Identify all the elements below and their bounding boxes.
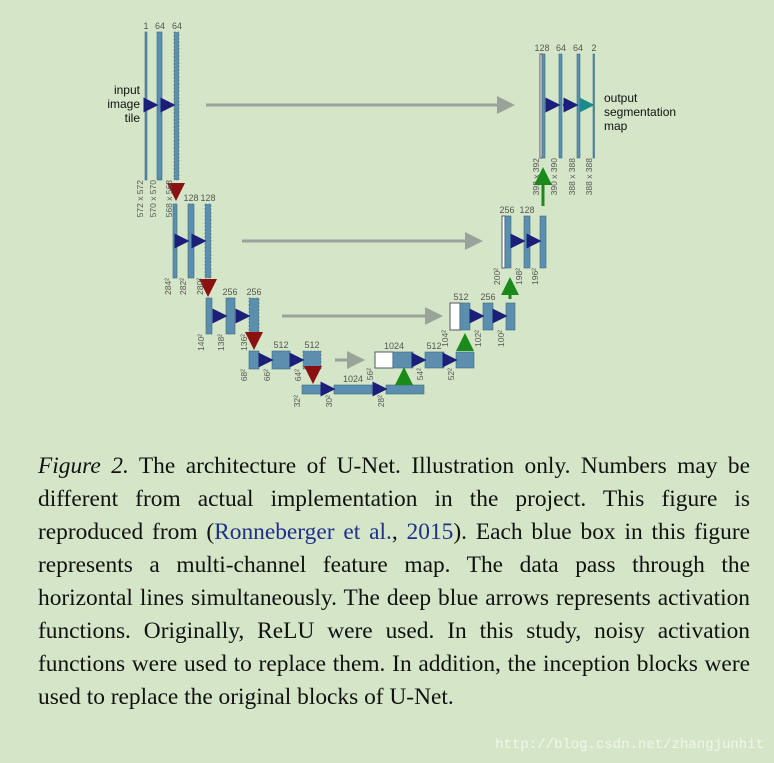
u1-size-label-3: 388 x 388 bbox=[584, 158, 594, 196]
figure-caption: Figure 2. The architecture of U-Net. Ill… bbox=[38, 450, 750, 714]
u2-channel-label-0: 256 bbox=[499, 205, 514, 215]
u2-conv2-block bbox=[539, 215, 547, 269]
u1-size-label-1: 390 x 390 bbox=[549, 158, 559, 196]
output-label-line-1: segmentation bbox=[604, 105, 676, 119]
u1-conv2-block bbox=[576, 53, 581, 159]
l4-conv1-block bbox=[271, 350, 291, 370]
l4-size-label-1: 66² bbox=[262, 369, 272, 381]
input-label-line-1: image bbox=[107, 97, 140, 111]
l2-conv2-block bbox=[204, 203, 212, 279]
u1-size-label-0: 392 x 392 bbox=[531, 158, 541, 196]
u3-size-label-2: 100² bbox=[496, 330, 506, 347]
caption-text-2: ). Each blue box in this figure represen… bbox=[38, 519, 750, 710]
citation-year-link[interactable]: 2015 bbox=[406, 519, 454, 545]
u4-channel-label-0: 1024 bbox=[384, 341, 404, 351]
l1-input-block bbox=[144, 31, 148, 181]
u2-size-label-0: 200² bbox=[492, 268, 502, 285]
bottom-size-label-2: 28² bbox=[376, 395, 386, 407]
bottom-channel-label: 1024 bbox=[343, 374, 363, 384]
u4-conv2-block bbox=[455, 351, 475, 369]
citation-author-link[interactable]: Ronneberger et al. bbox=[214, 519, 392, 545]
u4-channel-label-1: 512 bbox=[426, 341, 441, 351]
l3-size-label-1: 138² bbox=[216, 334, 226, 351]
l1-size-label-0: 572 x 572 bbox=[135, 180, 145, 218]
l1-size-label-2: 568 x 568 bbox=[164, 180, 174, 218]
l1-channel-label-0: 1 bbox=[143, 21, 148, 31]
u2-conv1-block bbox=[523, 215, 531, 269]
u2-channel-label-1: 128 bbox=[519, 205, 534, 215]
u1-upsampled-block bbox=[541, 53, 546, 159]
output-label-line-2: map bbox=[604, 119, 628, 133]
l3-pool-block bbox=[205, 297, 213, 335]
bottom-conv1-block bbox=[333, 384, 373, 395]
watermark: http://blog.csdn.net/zhangjunhit bbox=[495, 737, 764, 753]
u4-size-label-0: 56² bbox=[365, 368, 375, 380]
u3-size-label-0: 104² bbox=[440, 330, 450, 347]
u4-conv1-block bbox=[424, 351, 445, 369]
u3-copied-block bbox=[449, 302, 461, 331]
l3-size-label-0: 140² bbox=[196, 334, 206, 351]
l1-size-label-1: 570 x 570 bbox=[148, 180, 158, 218]
bottom-pool-block bbox=[301, 384, 322, 395]
l1-conv1-block bbox=[156, 31, 163, 181]
l1-conv2-block bbox=[173, 31, 180, 181]
input-label-line-0: input bbox=[114, 83, 141, 97]
u3-channel-label-1: 256 bbox=[480, 292, 495, 302]
bottom-size-label-1: 30² bbox=[324, 395, 334, 407]
u3-conv2-block bbox=[505, 302, 516, 331]
u3-conv1-block bbox=[482, 302, 494, 331]
u4-copied-block bbox=[374, 351, 394, 369]
u1-channel-label-3: 2 bbox=[591, 43, 596, 53]
l2-size-label-1: 282² bbox=[178, 278, 188, 295]
l1-channel-label-1: 64 bbox=[155, 21, 165, 31]
u1-output-block bbox=[592, 53, 595, 159]
u2-copied-block bbox=[501, 215, 506, 269]
l4-conv2-block bbox=[302, 350, 322, 370]
citation-separator: , bbox=[391, 519, 407, 545]
bottom-size-label-0: 32² bbox=[292, 395, 302, 407]
l3-conv1-block bbox=[225, 297, 236, 335]
output-label-line-0: output bbox=[604, 91, 638, 105]
u1-conv1-block bbox=[558, 53, 563, 159]
l4-size-label-2: 64² bbox=[293, 369, 303, 381]
l4-size-label-0: 68² bbox=[239, 369, 249, 381]
l2-conv1-block bbox=[187, 203, 195, 279]
u3-upsampled-block bbox=[459, 302, 471, 331]
u4-upsampled-block bbox=[392, 351, 414, 369]
l1-channel-label-2: 64 bbox=[172, 21, 182, 31]
caption-text-1: The architecture of U-Net. Illustration … bbox=[38, 453, 750, 545]
input-label-line-2: tile bbox=[125, 111, 141, 125]
l3-size-label-2: 136² bbox=[239, 334, 249, 351]
figure-label: Figure 2. bbox=[38, 453, 129, 479]
u3-size-label-1: 102² bbox=[473, 330, 483, 347]
l2-size-label-2: 280² bbox=[195, 278, 205, 295]
u1-channel-label-2: 64 bbox=[573, 43, 583, 53]
u1-channel-label-0: 128 bbox=[534, 43, 549, 53]
u3-channel-label-0: 512 bbox=[453, 292, 468, 302]
u4-size-label-1: 54² bbox=[415, 368, 425, 380]
u4-size-label-2: 52² bbox=[446, 368, 456, 380]
l4-pool-block bbox=[248, 350, 260, 370]
u2-size-label-1: 198² bbox=[514, 268, 524, 285]
l4-channel-label-0: 512 bbox=[273, 340, 288, 350]
u1-size-label-2: 388 x 388 bbox=[567, 158, 577, 196]
l3-conv2-block bbox=[248, 297, 260, 335]
l4-channel-label-1: 512 bbox=[304, 340, 319, 350]
bottom-conv2-block bbox=[385, 384, 425, 395]
u2-upsampled-block bbox=[504, 215, 512, 269]
u2-size-label-2: 196² bbox=[530, 268, 540, 285]
l3-channel-label-0: 256 bbox=[222, 287, 237, 297]
l3-channel-label-1: 256 bbox=[246, 287, 261, 297]
l2-channel-label-1: 128 bbox=[200, 193, 215, 203]
u1-channel-label-1: 64 bbox=[556, 43, 566, 53]
l2-size-label-0: 284² bbox=[163, 278, 173, 295]
l2-channel-label-0: 128 bbox=[183, 193, 198, 203]
